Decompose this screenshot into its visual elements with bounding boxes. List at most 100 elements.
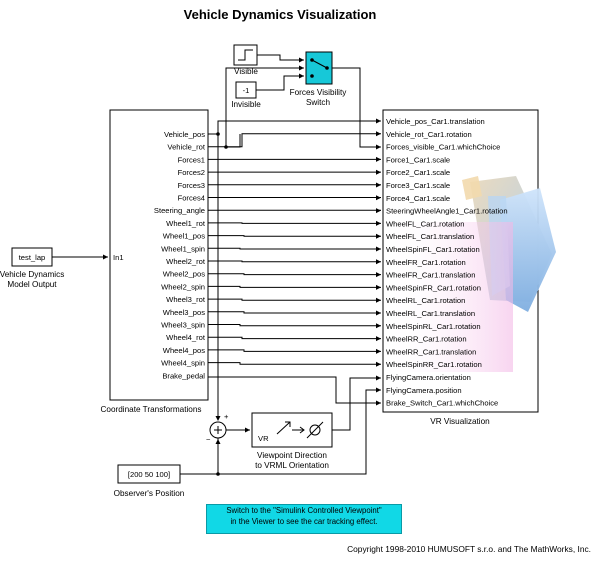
test-lap-value: test_lap <box>19 253 46 262</box>
coord-output-port: Wheel2_rot <box>166 257 206 266</box>
viewpoint-block-text: VR <box>258 434 269 443</box>
note-line-2: in the Viewer to see the car tracking ef… <box>230 517 378 526</box>
vr-input-port: FlyingCamera.orientation <box>386 373 471 382</box>
sum-sign-left: − <box>206 435 211 444</box>
coord-output-port: Brake_pedal <box>162 371 205 380</box>
vr-input-port: WheelSpinRR_Car1.rotation <box>386 360 482 369</box>
coord-output-port: Wheel1_pos <box>163 232 205 241</box>
signal-lines <box>52 54 381 476</box>
vr-visualization-label: VR Visualization <box>430 417 490 426</box>
copyright-text: Copyright 1998-2010 HUMUSOFT s.r.o. and … <box>347 544 591 554</box>
signal-line <box>208 247 381 250</box>
signal-line <box>208 336 381 340</box>
vr-input-port: WheelRR_Car1.rotation <box>386 335 467 344</box>
invisible-label: Invisible <box>231 100 261 109</box>
signal-arrowhead <box>376 348 381 354</box>
coord-output-port: Vehicle_pos <box>164 130 205 139</box>
signal-line <box>208 260 381 263</box>
signal-arrowhead <box>376 220 381 226</box>
viewpoint-direction-block[interactable] <box>251 412 333 448</box>
coord-output-port: Forces4 <box>178 194 205 203</box>
vr-input-port: Brake_Switch_Car1.whichChoice <box>386 399 498 408</box>
sum-block[interactable] <box>209 421 227 439</box>
signal-line <box>208 349 381 352</box>
signal-arrowhead <box>376 323 381 329</box>
coord-output-port: Vehicle_rot <box>167 143 205 152</box>
signal-arrowhead <box>376 208 381 214</box>
vr-input-port: SteeringWheelAngle1_Car1.rotation <box>386 207 508 216</box>
vr-input-port: WheelFR_Car1.rotation <box>386 258 466 267</box>
signal-line <box>208 298 381 301</box>
note-line-1: Switch to the "Simulink Controlled Viewp… <box>226 506 382 515</box>
signal-arrowhead <box>376 182 381 188</box>
vr-input-port: WheelSpinFR_Car1.rotation <box>386 283 481 292</box>
viewpoint-label-2: to VRML Orientation <box>255 461 329 470</box>
forces-visibility-switch-block[interactable] <box>305 51 333 85</box>
sum-sign-top: + <box>224 412 229 421</box>
viewpoint-hint-note: Switch to the "Simulink Controlled Viewp… <box>206 504 402 534</box>
signal-arrowhead <box>376 118 381 124</box>
forces-switch-label-1: Forces Visibility <box>290 88 348 97</box>
signal-line <box>208 324 381 327</box>
visible-step-block[interactable] <box>233 44 258 66</box>
signal-line <box>208 235 381 237</box>
coord-output-port: Wheel4_pos <box>163 346 205 355</box>
coord-output-port: Forces2 <box>178 168 205 177</box>
coord-output-port: Wheel4_spin <box>161 359 205 368</box>
vr-input-port: WheelRL_Car1.translation <box>386 309 475 318</box>
coord-output-port: Forces3 <box>178 181 205 190</box>
vr-input-port: WheelRR_Car1.translation <box>386 347 476 356</box>
vr-input-port: Vehicle_rot_Car1.rotation <box>386 130 472 139</box>
vr-visualization-block[interactable] <box>382 109 556 413</box>
vr-input-port: FlyingCamera.position <box>386 386 462 395</box>
signal-arrowhead <box>376 156 381 162</box>
coord-output-port: Wheel3_pos <box>163 308 205 317</box>
signal-line <box>208 285 381 288</box>
coord-output-port: Steering_angle <box>154 206 205 215</box>
signal-arrowhead <box>376 297 381 303</box>
coord-output-port: Wheel4_rot <box>166 333 206 342</box>
coord-output-port: Wheel1_spin <box>161 244 205 253</box>
source-label-2: Model Output <box>7 280 57 289</box>
coord-output-ports: Vehicle_posVehicle_rotForces1Forces2Forc… <box>154 130 206 380</box>
signal-arrowhead <box>376 131 381 137</box>
diagram-title: Vehicle Dynamics Visualization <box>184 7 377 22</box>
sum-icon <box>214 426 222 434</box>
signal-line <box>208 273 381 276</box>
signal-arrowhead <box>376 259 381 265</box>
vector-to-orientation-icon <box>276 421 324 439</box>
signal-arrowhead <box>376 169 381 175</box>
vr-input-ports: Vehicle_pos_Car1.translationVehicle_rot_… <box>386 117 508 408</box>
signal-arrowhead <box>376 233 381 239</box>
forces-switch-label-2: Switch <box>306 98 331 107</box>
vr-input-port: WheelFL_Car1.rotation <box>386 219 465 228</box>
vr-input-port: Force4_Car1.scale <box>386 194 450 203</box>
vr-input-port: WheelSpinRL_Car1.rotation <box>386 322 481 331</box>
coord-output-port: Wheel3_rot <box>166 295 206 304</box>
vr-input-port: Vehicle_pos_Car1.translation <box>386 117 485 126</box>
coord-output-port: Wheel3_spin <box>161 321 205 330</box>
signal-arrowhead <box>376 284 381 290</box>
signal-line <box>208 120 381 135</box>
signal-line <box>208 222 381 224</box>
switch-icon <box>310 58 329 78</box>
observer-position-value: [200 50 100] <box>128 470 170 479</box>
coordinate-transformations-block[interactable] <box>109 109 209 401</box>
car-model-icon <box>383 176 556 372</box>
vr-input-port: Force2_Car1.scale <box>386 168 450 177</box>
viewpoint-label-1: Viewpoint Direction <box>257 451 327 460</box>
coordinate-transformations-label: Coordinate Transformations <box>100 405 201 414</box>
signal-line <box>208 362 381 365</box>
signal-line <box>208 133 381 148</box>
signal-arrowhead <box>376 195 381 201</box>
signal-line <box>208 311 381 314</box>
vr-input-port: Force1_Car1.scale <box>386 155 450 164</box>
transform-to-vr-lines <box>208 118 381 367</box>
coord-input-port-label: In1 <box>113 253 124 262</box>
source-label-1: Vehicle Dynamics <box>0 270 64 279</box>
signal-arrowhead <box>376 246 381 252</box>
coord-output-port: Wheel1_rot <box>166 219 206 228</box>
visible-label: Visible <box>234 67 258 76</box>
